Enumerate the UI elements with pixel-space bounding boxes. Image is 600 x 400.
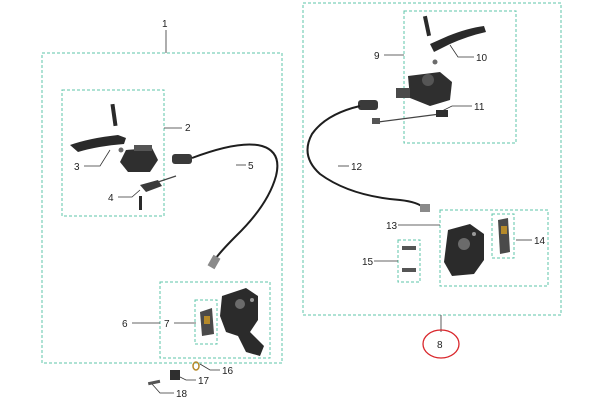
callout-11: 11	[474, 102, 485, 113]
rear-caliper-assembly	[402, 218, 510, 276]
rear-brake-lever	[430, 26, 486, 52]
rear-clamp	[396, 88, 410, 98]
rear-hose-line	[306, 105, 425, 209]
front-caliper-body	[220, 288, 264, 356]
group-6-outline	[159, 281, 271, 359]
callout-labels: 1 2 3 4 5 6 7 8 9 10 11 12 13 14 15 16 1…	[74, 19, 546, 400]
rear-master-cylinder-body	[408, 72, 452, 106]
rear-lever-pivot-bolt	[422, 15, 432, 37]
callout-18: 18	[176, 389, 188, 400]
rear-switch-body	[436, 110, 448, 117]
leader-lines	[84, 30, 532, 394]
rear-master-cylinder-assembly	[396, 15, 486, 106]
front-brake-hose	[172, 143, 279, 270]
callout-6: 6	[122, 319, 128, 330]
callout-8-highlight-ring	[422, 329, 460, 359]
rear-hose-fitting	[420, 204, 430, 212]
rear-caliper-bolt-lower	[402, 268, 416, 272]
group-1-outline	[41, 52, 283, 364]
front-hose-line	[191, 143, 279, 259]
lever-pivot-bolt	[110, 103, 118, 127]
front-caliper-bleeder	[250, 298, 254, 302]
hose-clamp	[170, 370, 180, 380]
rear-brake-hose	[306, 100, 430, 212]
callout-9: 9	[374, 51, 380, 62]
front-master-cylinder-assembly	[70, 103, 177, 210]
group-2-outline	[61, 89, 165, 217]
lever-pivot-washer	[118, 147, 124, 153]
callout-13: 13	[386, 221, 398, 232]
group-7-pad-outline	[194, 299, 218, 345]
front-brake-switch	[140, 180, 162, 192]
front-mounting-hardware	[147, 361, 200, 386]
front-hose-banjo	[172, 154, 192, 164]
callout-1: 1	[162, 19, 168, 30]
callout-2: 2	[185, 123, 191, 134]
copper-washer	[192, 361, 200, 371]
front-pad-accent	[204, 316, 210, 324]
front-master-cylinder-body	[120, 148, 158, 172]
front-brake-lever	[70, 135, 126, 152]
rear-pad-accent	[501, 226, 507, 234]
callout-3: 3	[74, 162, 80, 173]
callout-12: 12	[351, 162, 363, 173]
clamp-bolt	[147, 379, 161, 386]
front-reservoir-cap	[134, 145, 152, 151]
rear-brake-pads	[498, 218, 510, 254]
callout-17: 17	[198, 376, 210, 387]
callout-10: 10	[476, 53, 488, 64]
front-caliper-piston	[235, 299, 245, 309]
group-8-outline	[302, 2, 562, 316]
front-hose-fitting	[207, 254, 221, 270]
callout-15: 15	[362, 257, 374, 268]
callout-14: 14	[534, 236, 546, 247]
front-caliper-assembly	[200, 288, 264, 356]
rear-caliper-bleeder	[472, 232, 476, 236]
callout-8: 8	[437, 340, 443, 351]
front-switch-wire	[157, 175, 177, 183]
rear-reservoir-cap	[422, 74, 434, 86]
rear-caliper-bolt-upper	[402, 246, 416, 250]
callout-16: 16	[222, 366, 234, 377]
callout-7: 7	[164, 319, 170, 330]
rear-hose-banjo	[358, 100, 378, 110]
callout-5: 5	[248, 161, 254, 172]
rear-brake-switch-cable	[372, 110, 448, 124]
rear-pivot-washer	[432, 59, 438, 65]
group-9-outline	[403, 10, 517, 144]
group-13-outline	[439, 209, 549, 287]
group-14-pad-outline	[491, 213, 515, 259]
group-borders	[41, 2, 562, 364]
rear-caliper-piston	[458, 238, 470, 250]
callout-4: 4	[108, 193, 114, 204]
front-switch-screw	[139, 196, 142, 210]
rear-switch-end	[372, 118, 380, 124]
